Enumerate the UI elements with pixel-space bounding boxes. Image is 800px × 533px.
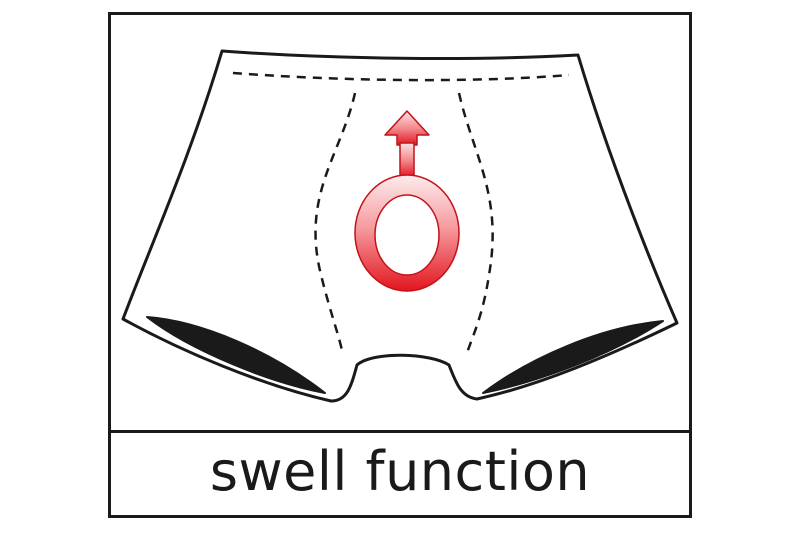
boxer-briefs-icon xyxy=(121,49,679,403)
caption-label: swell function xyxy=(209,440,591,503)
left-leg-band xyxy=(146,316,326,394)
arrow-shaft xyxy=(399,142,415,178)
right-leg-band xyxy=(482,320,664,394)
waistband-stitch xyxy=(232,71,570,82)
swell-function-icon: swell function xyxy=(108,12,692,518)
caption-box: swell function xyxy=(111,430,689,515)
pouch-stitch-right xyxy=(457,92,494,354)
pouch-stitch-left xyxy=(314,92,357,356)
male-symbol-icon xyxy=(354,110,460,292)
